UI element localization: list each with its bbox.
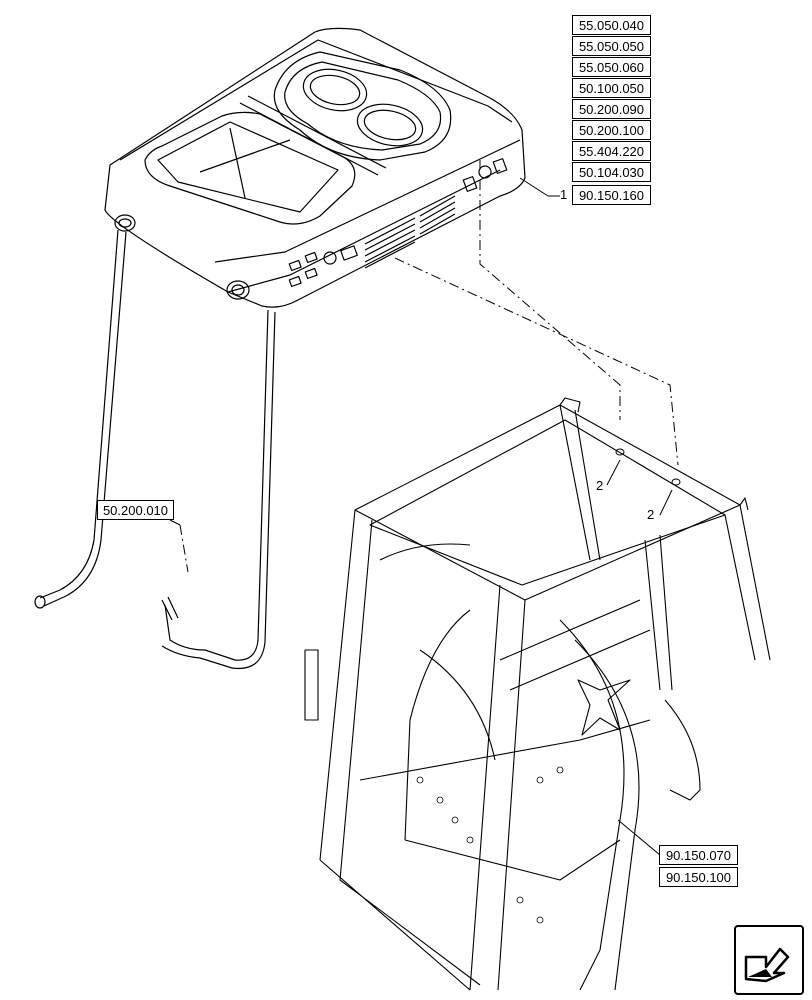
callout-item-2-left: 2 [596,478,604,493]
callout-item-1: 1 [560,187,568,202]
ref-code-top-7[interactable]: 55.404.220 [572,141,651,161]
ref-code-top-9[interactable]: 90.150.160 [572,185,651,205]
arrow-next-page-icon-glyph [744,947,790,983]
cab-frame [304,397,771,991]
ref-code-top-3[interactable]: 55.050.060 [572,57,651,77]
leader-lines [169,160,681,856]
drain-hoses [34,229,276,670]
ref-code-top-1[interactable]: 55.050.040 [572,15,651,35]
ref-code-hose[interactable]: 50.200.010 [97,500,174,520]
ref-code-top-4[interactable]: 50.100.050 [572,78,651,98]
ref-code-top-5[interactable]: 50.200.090 [572,99,651,119]
ref-code-bottom-1[interactable]: 90.150.070 [659,845,738,865]
arrow-next-page-icon[interactable] [734,925,804,995]
callout-item-2-right: 2 [647,507,655,522]
ref-code-top-6[interactable]: 50.200.100 [572,120,651,140]
roof-unit [104,27,526,308]
ref-code-top-2[interactable]: 55.050.050 [572,36,651,56]
ref-code-bottom-2[interactable]: 90.150.100 [659,867,738,887]
ref-code-top-8[interactable]: 50.104.030 [572,162,651,182]
